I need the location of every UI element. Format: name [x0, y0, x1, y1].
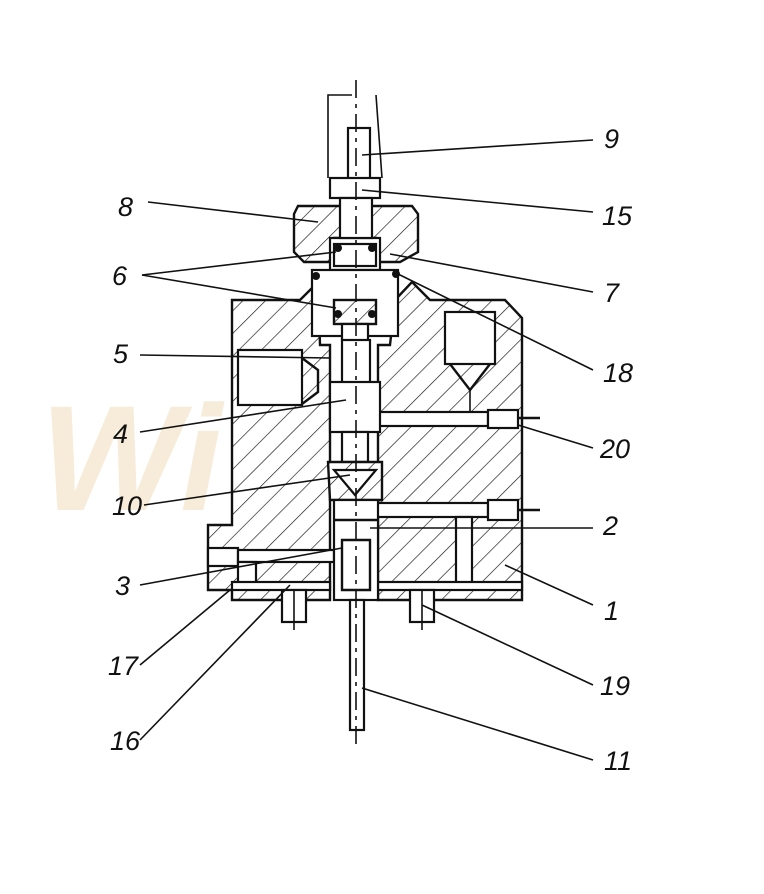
label-3: 3	[115, 571, 130, 601]
label-5: 5	[113, 339, 129, 369]
label-4: 4	[113, 419, 128, 449]
label-2: 2	[602, 511, 618, 541]
part-labels: 9 15 8 6 7 18 5 4 20 10 2 3 1 17 19 16 1…	[108, 124, 633, 776]
label-19: 19	[600, 671, 630, 701]
leader-lines	[139, 139, 594, 761]
label-9: 9	[604, 124, 619, 154]
label-6: 6	[112, 261, 128, 291]
label-18: 18	[603, 358, 633, 388]
label-15: 15	[602, 201, 633, 231]
label-8: 8	[118, 192, 133, 222]
label-11: 11	[604, 746, 632, 776]
label-1: 1	[604, 596, 619, 626]
label-20: 20	[599, 434, 630, 464]
label-7: 7	[604, 278, 620, 308]
label-17: 17	[108, 651, 139, 681]
label-16: 16	[110, 726, 141, 756]
screw-16	[280, 588, 308, 630]
watermark: Wi	[40, 374, 225, 542]
label-10: 10	[112, 491, 142, 521]
screw-19	[408, 588, 436, 630]
